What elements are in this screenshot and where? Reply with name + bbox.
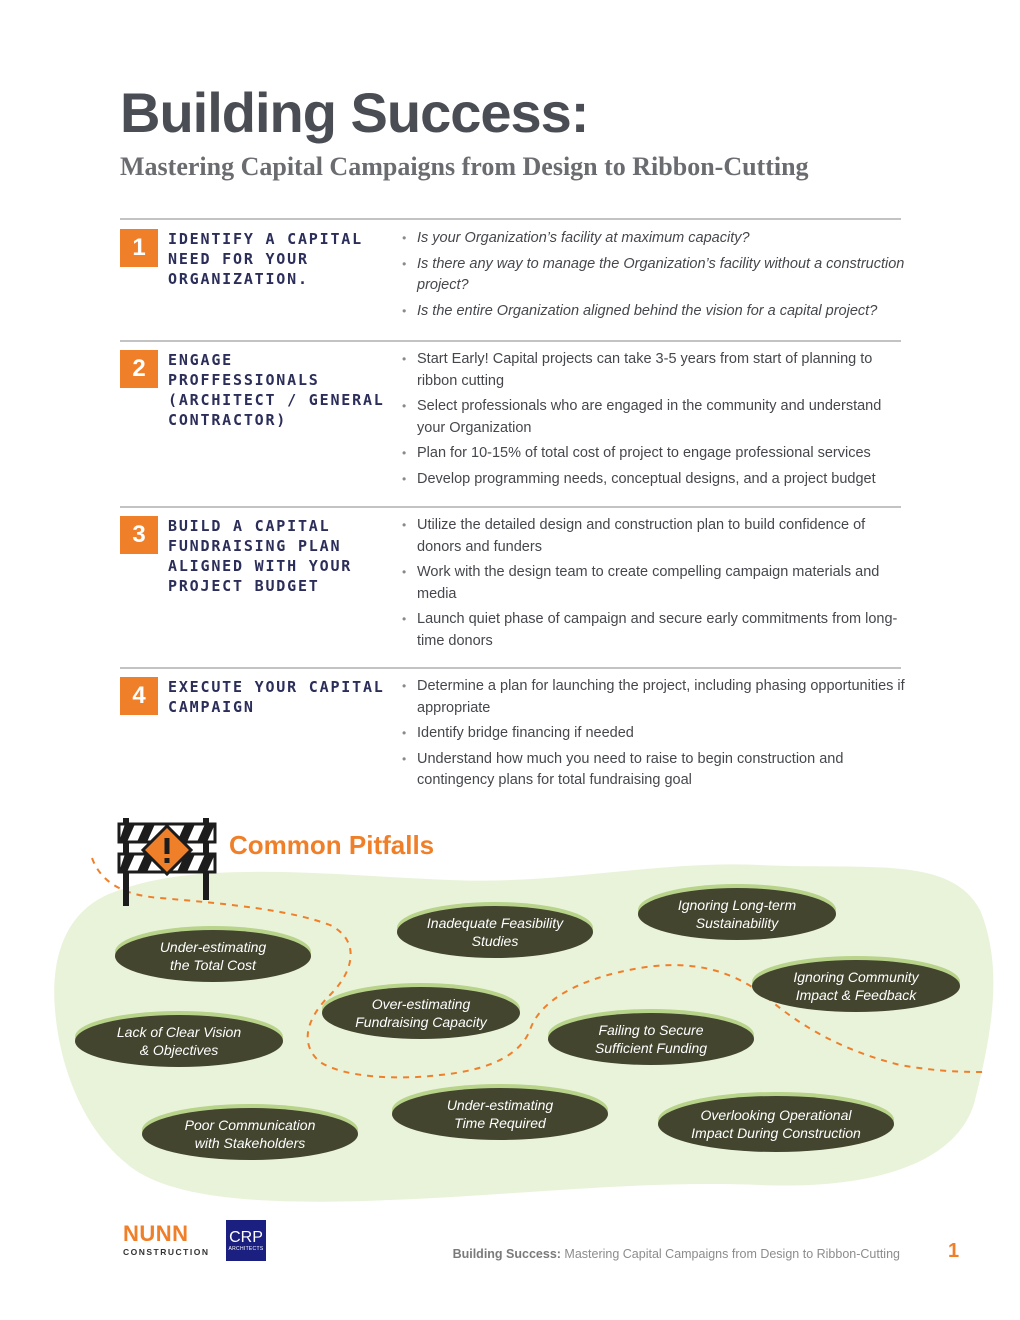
list-item: Understand how much you need to raise to… bbox=[402, 749, 907, 792]
list-item: Select professionals who are engaged in … bbox=[402, 396, 907, 439]
page-subtitle: Mastering Capital Campaigns from Design … bbox=[120, 152, 809, 181]
list-item: Is there any way to manage the Organizat… bbox=[402, 254, 907, 297]
step-title: Execute your capital campaign bbox=[168, 678, 385, 716]
step-number-badge: 3 bbox=[120, 516, 158, 554]
section-divider bbox=[120, 218, 901, 220]
section-divider bbox=[120, 506, 901, 508]
list-item: Develop programming needs, conceptual de… bbox=[402, 469, 907, 491]
list-item: Is the entire Organization aligned behin… bbox=[402, 301, 907, 323]
nunn-construction-logo: NUNN CONSTRUCTION bbox=[123, 1221, 210, 1258]
barricade-warning-icon bbox=[117, 818, 217, 906]
list-item: Identify bridge financing if needed bbox=[402, 723, 907, 745]
crp-architects-logo: CRP ARCHITECTS bbox=[226, 1220, 266, 1261]
section-divider bbox=[120, 340, 901, 342]
list-item: Utilize the detailed design and construc… bbox=[402, 515, 907, 558]
page-number: 1 bbox=[948, 1240, 960, 1262]
list-item: Work with the design team to create comp… bbox=[402, 562, 907, 605]
section-divider bbox=[120, 667, 901, 669]
list-item: Start Early! Capital projects can take 3… bbox=[402, 349, 907, 392]
pitfalls-heading: Common Pitfalls bbox=[229, 830, 435, 860]
step-number-badge: 4 bbox=[120, 677, 158, 715]
pitfall-pill: Lack of Clear Vision& Objectives bbox=[75, 1015, 283, 1067]
step-bullet-list: Utilize the detailed design and construc… bbox=[402, 515, 907, 656]
step-title: Engage proffessionals (architect / gener… bbox=[168, 351, 385, 429]
step-bullet-list: Start Early! Capital projects can take 3… bbox=[402, 349, 907, 494]
list-item: Plan for 10-15% of total cost of project… bbox=[402, 443, 907, 465]
list-item: Is your Organization’s facility at maxim… bbox=[402, 228, 907, 250]
step-number-badge: 2 bbox=[120, 350, 158, 388]
step-number-badge: 1 bbox=[120, 229, 158, 267]
step-title: Identify a capital need for your organiz… bbox=[168, 230, 363, 288]
list-item: Determine a plan for launching the proje… bbox=[402, 676, 907, 719]
page-title: Building Success: bbox=[120, 81, 589, 144]
step-bullet-list: Determine a plan for launching the proje… bbox=[402, 676, 907, 796]
footer-document-title: Building Success: Mastering Capital Camp… bbox=[452, 1247, 900, 1261]
step-bullet-list: Is your Organization’s facility at maxim… bbox=[402, 228, 907, 326]
step-title: Build a capital fundraising plan aligned… bbox=[168, 517, 353, 595]
list-item: Launch quiet phase of campaign and secur… bbox=[402, 609, 907, 652]
